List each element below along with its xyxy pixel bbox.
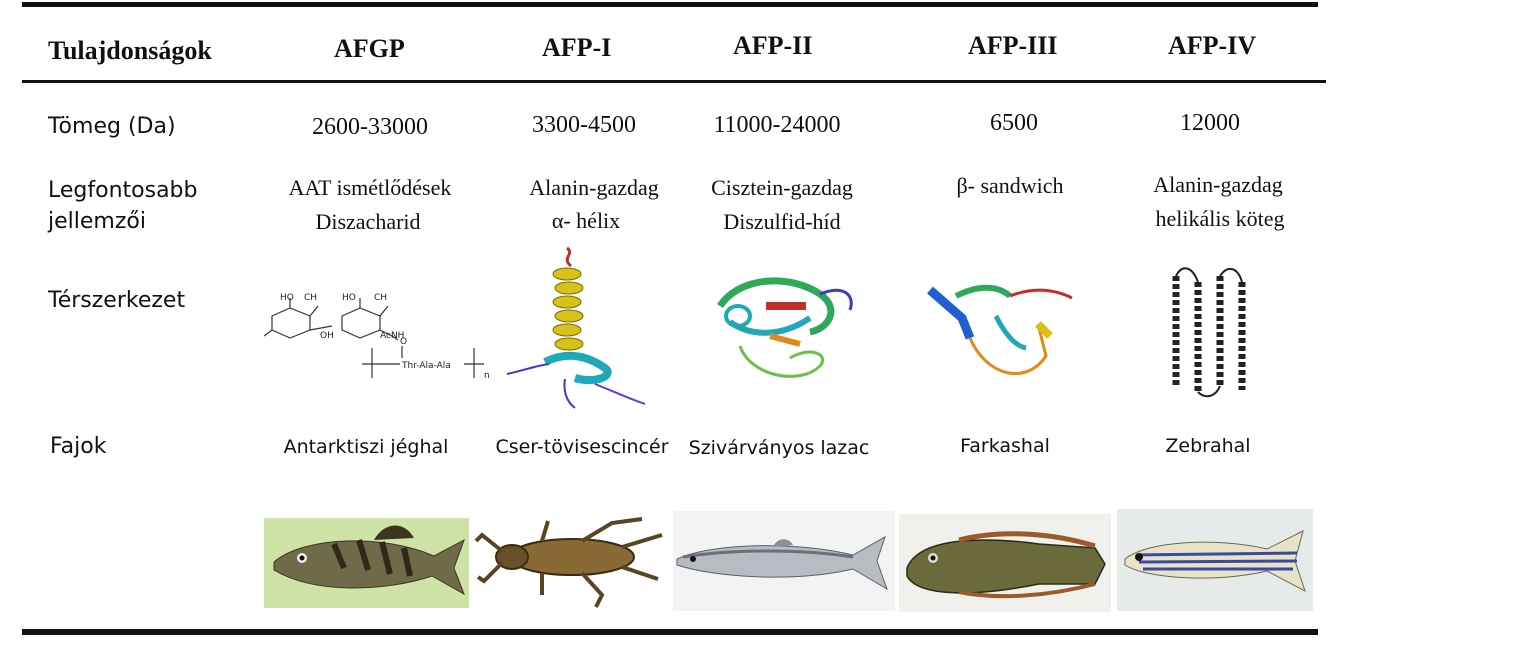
photo-wolffish (899, 514, 1111, 612)
feature-afp4-2: helikális köteg (1155, 206, 1285, 231)
species-afp1: Cser-tövisescincér (495, 436, 669, 458)
row-label-features-2: jellemzői (48, 209, 146, 234)
header-rule (22, 80, 1326, 83)
afp3-ribbon-structure (927, 284, 1073, 375)
species-afp4: Zebrahal (1165, 435, 1251, 457)
row-label-mass: Tömeg (Da) (48, 114, 176, 139)
header-col-afp4: AFP-IV (1168, 31, 1257, 60)
photo-salmon (673, 511, 895, 611)
chem-o: O (400, 337, 407, 347)
afp1-helix-structure (506, 246, 646, 409)
mass-afp2: 11000-24000 (713, 112, 841, 138)
bottom-rule (22, 629, 1318, 635)
mass-afgp: 2600-33000 (312, 114, 428, 140)
mass-afp1: 3300-4500 (532, 112, 636, 138)
chem-oh: OH (320, 331, 334, 341)
chem-chain: Thr-Ala-Ala (401, 361, 451, 371)
row-label-species: Fajok (50, 434, 107, 459)
header-property: Tulajdonságok (48, 36, 212, 65)
feature-afp2-1: Cisztein-gazdag (711, 175, 853, 200)
chem-n: n (484, 371, 490, 381)
feature-afp1-1: Alanin-gazdag (529, 175, 659, 200)
mass-afp3: 6500 (990, 110, 1038, 136)
afgp-structure-diagram: HO CH HO CH OH AcNH O Thr-Ala-Ala n (263, 293, 490, 381)
row-label-features-1: Legfontosabb (48, 178, 198, 203)
afp2-ribbon-structure (717, 277, 853, 378)
feature-afp4-1: Alanin-gazdag (1153, 172, 1283, 197)
photo-icefish (264, 518, 469, 608)
feature-afp2-2: Diszulfid-híd (723, 209, 841, 234)
header-col-afp2: AFP-II (733, 31, 813, 60)
species-afp2: Szivárványos lazac (688, 437, 870, 459)
feature-afgp-1: AAT ismétlődések (288, 175, 452, 200)
chem-ho2: HO (342, 293, 356, 303)
species-afp3: Farkashal (960, 435, 1050, 457)
chem-ch2: CH (374, 293, 387, 303)
header-col-afp3: AFP-III (968, 31, 1058, 60)
chem-ch1: CH (304, 293, 317, 303)
feature-afp1-2: α- hélix (551, 208, 621, 233)
header-col-afgp: AFGP (334, 34, 405, 63)
species-afgp: Antarktiszi jéghal (283, 436, 449, 458)
feature-afgp-2: Diszacharid (315, 209, 421, 234)
afp4-helix-bundle (1172, 267, 1246, 398)
top-rule (22, 2, 1318, 7)
photo-zebrafish (1117, 509, 1313, 611)
feature-afp3-1: β- sandwich (956, 173, 1064, 198)
photo-beetle (472, 515, 672, 609)
row-label-structure: Térszerkezet (48, 288, 186, 313)
mass-afp4: 12000 (1180, 110, 1240, 136)
chem-acnh: AcNH (380, 331, 404, 341)
chem-ho1: HO (280, 293, 294, 303)
header-col-afp1: AFP-I (542, 33, 612, 62)
